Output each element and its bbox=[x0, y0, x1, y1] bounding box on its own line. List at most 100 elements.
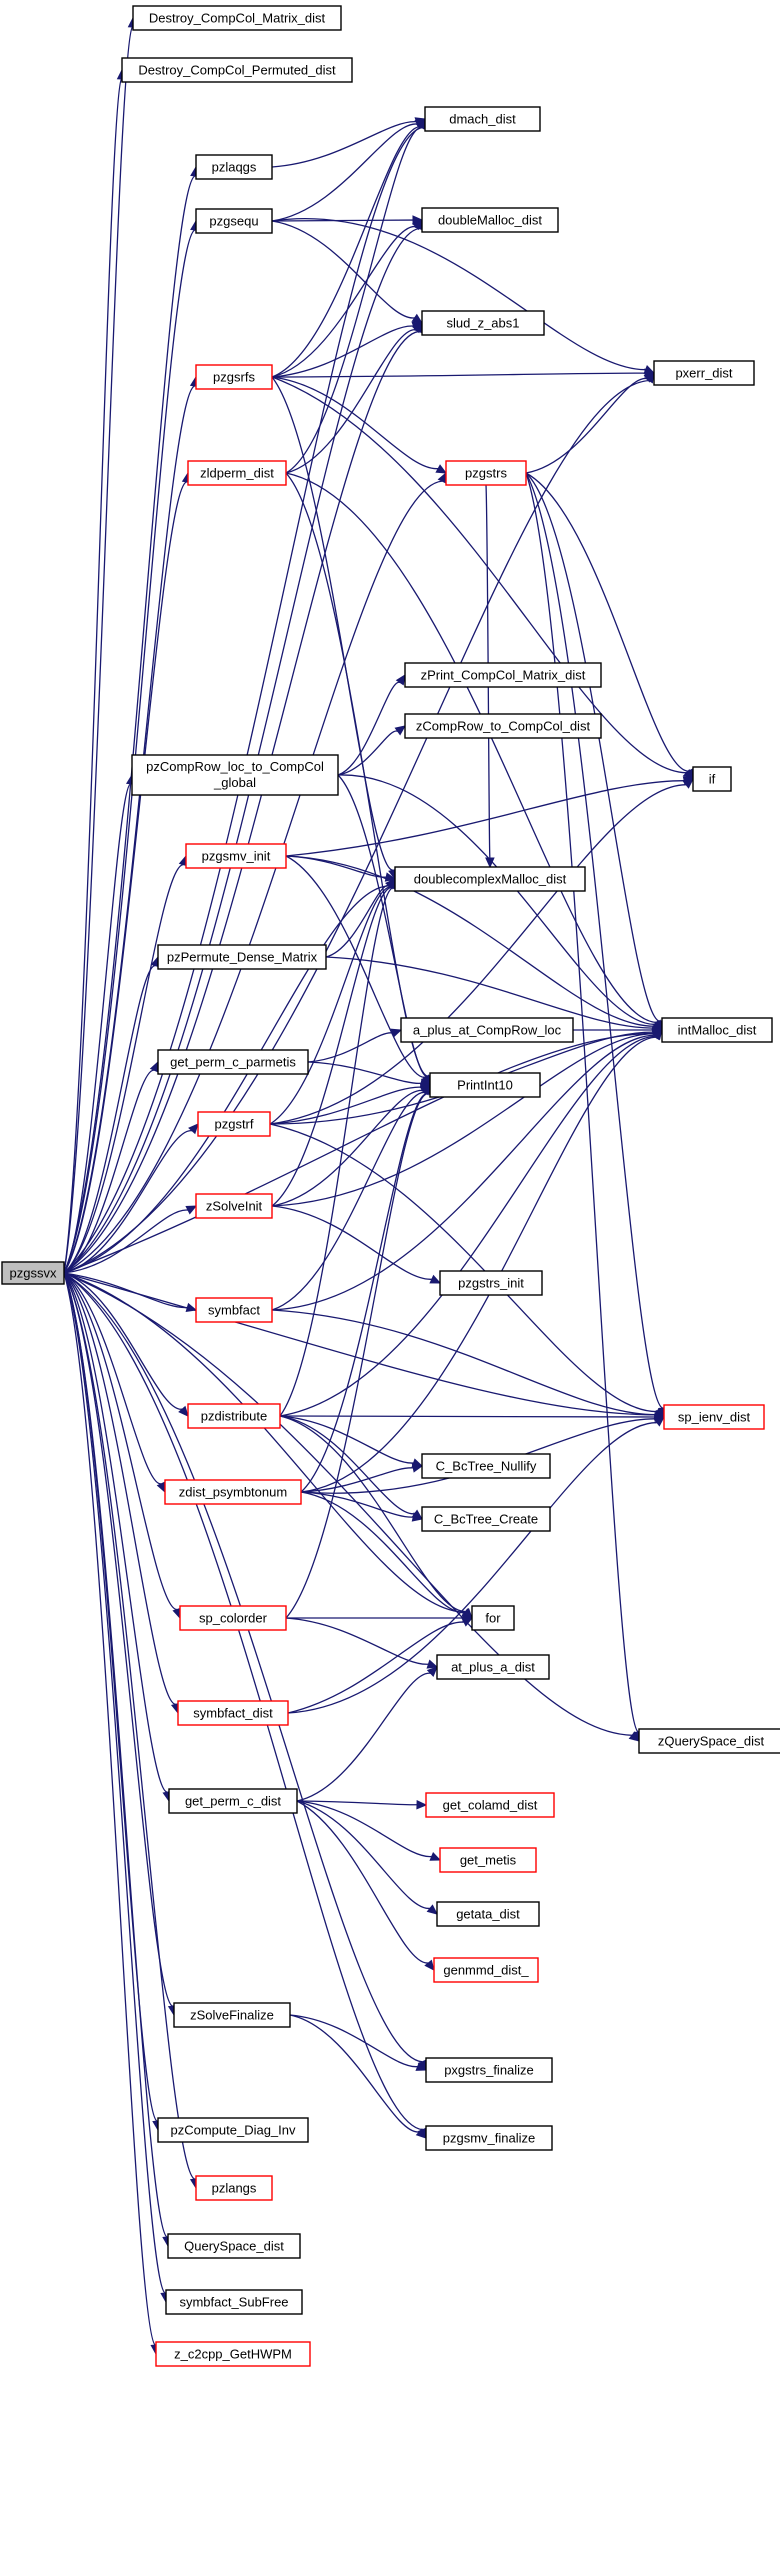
function-node-zprint-compcol-matrix-dist[interactable]: zPrint_CompCol_Matrix_dist bbox=[404, 662, 602, 688]
function-node-sp-ienv-dist[interactable]: sp_ienv_dist bbox=[663, 1404, 765, 1430]
function-label: doubleMalloc_dist bbox=[438, 213, 542, 228]
function-node-pzgstrs-init[interactable]: pzgstrs_init bbox=[439, 1270, 543, 1296]
function-label: doublecomplexMalloc_dist bbox=[414, 872, 567, 887]
function-label: intMalloc_dist bbox=[678, 1023, 757, 1038]
call-edge-pzgstrs-to-intMalloc_dist bbox=[525, 472, 665, 1032]
call-edge-pzCompRow_loc_to_CompCol_global-to-intMalloc_dist bbox=[337, 774, 663, 1031]
function-node-pzgsmv-init[interactable]: pzgsmv_init bbox=[185, 843, 287, 869]
function-node-zsolvefinalize[interactable]: zSolveFinalize bbox=[173, 2002, 291, 2028]
call-edge-pzgssvx-to-pzgsrfs bbox=[63, 375, 200, 1274]
function-node-destroy-compcol-permuted-dist[interactable]: Destroy_CompCol_Permuted_dist bbox=[121, 57, 353, 83]
function-node-pzgstrs[interactable]: pzgstrs bbox=[445, 460, 527, 486]
call-edge-pzgssvx-to-get_perm_c_parmetis bbox=[63, 1060, 159, 1274]
call-edge-sp_colorder-to-at_plus_a_dist bbox=[285, 1617, 439, 1669]
function-node-doublecomplexmalloc-dist[interactable]: doublecomplexMalloc_dist bbox=[394, 866, 586, 892]
function-node-get-perm-c-dist[interactable]: get_perm_c_dist bbox=[168, 1788, 298, 1814]
function-node-pzpermute-dense-matrix[interactable]: pzPermute_Dense_Matrix bbox=[157, 944, 327, 970]
function-node-pxerr-dist[interactable]: pxerr_dist bbox=[653, 360, 755, 386]
call-edge-pzgssvx-to-pzgstrf bbox=[63, 1123, 199, 1274]
function-node-c-bctree-create[interactable]: C_BcTree_Create bbox=[421, 1506, 551, 1532]
function-node-pzgstrf[interactable]: pzgstrf bbox=[197, 1111, 271, 1137]
function-node-symbfact[interactable]: symbfact bbox=[195, 1297, 273, 1323]
function-node-pzcompute-diag-inv[interactable]: pzCompute_Diag_Inv bbox=[157, 2117, 309, 2143]
function-label: Destroy_CompCol_Matrix_dist bbox=[149, 11, 326, 26]
function-node-c-bctree-nullify[interactable]: C_BcTree_Nullify bbox=[421, 1453, 551, 1479]
function-node-pzlangs[interactable]: pzlangs bbox=[195, 2175, 273, 2201]
function-node-a-plus-at-comprow-loc[interactable]: a_plus_at_CompRow_loc bbox=[400, 1017, 574, 1043]
call-edge-zdist_psymbtonum-to-intMalloc_dist bbox=[300, 1029, 663, 1493]
function-label: for bbox=[485, 1611, 501, 1626]
function-node-genmmd-dist-[interactable]: genmmd_dist_ bbox=[433, 1957, 539, 1983]
call-edge-zSolveFinalize-to-pxgstrs_finalize bbox=[289, 2014, 428, 2071]
function-node-zcomprow-to-compcol-dist[interactable]: zCompRow_to_CompCol_dist bbox=[404, 713, 602, 739]
function-label: z_c2cpp_GetHWPM bbox=[174, 2347, 292, 2362]
call-edge-zdist_psymbtonum-to-C_BcTree_Nullify bbox=[300, 1463, 424, 1493]
function-node-pzgsmv-finalize[interactable]: pzgsmv_finalize bbox=[425, 2125, 553, 2151]
function-label: pzgsmv_init bbox=[202, 849, 271, 864]
function-label: zQuerySpace_dist bbox=[658, 1734, 765, 1749]
function-node-get-colamd-dist[interactable]: get_colamd_dist bbox=[425, 1792, 555, 1818]
function-node-queryspace-dist[interactable]: QuerySpace_dist bbox=[167, 2233, 301, 2259]
function-node-pzlaqgs[interactable]: pzlaqgs bbox=[195, 154, 273, 180]
function-label: pzgssvx bbox=[10, 1266, 57, 1281]
call-edges bbox=[63, 16, 695, 2356]
function-node-pzgsrfs[interactable]: pzgsrfs bbox=[195, 364, 273, 390]
function-node-for[interactable]: for bbox=[471, 1605, 515, 1631]
function-node-get-perm-c-parmetis[interactable]: get_perm_c_parmetis bbox=[157, 1049, 309, 1075]
call-edge-symbfact-to-sp_ienv_dist bbox=[271, 1309, 666, 1420]
call-edge-get_perm_c_dist-to-at_plus_a_dist bbox=[296, 1666, 438, 1802]
function-node-pzdistribute[interactable]: pzdistribute bbox=[187, 1403, 281, 1429]
function-label: slud_z_abs1 bbox=[447, 316, 520, 331]
function-node-intmalloc-dist[interactable]: intMalloc_dist bbox=[661, 1017, 773, 1043]
function-node-getata-dist[interactable]: getata_dist bbox=[436, 1901, 540, 1927]
function-node-sp-colorder[interactable]: sp_colorder bbox=[179, 1605, 287, 1631]
call-edge-sp_colorder-to-for bbox=[286, 1613, 474, 1623]
function-label: C_BcTree_Create bbox=[434, 1512, 538, 1527]
function-label: a_plus_at_CompRow_loc bbox=[413, 1023, 562, 1038]
function-label: zldperm_dist bbox=[200, 466, 274, 481]
call-edge-pzgssvx-to-zSolveFinalize bbox=[63, 1272, 178, 2017]
function-node-symbfact-dist[interactable]: symbfact_dist bbox=[177, 1700, 289, 1726]
call-edge-pzgssvx-to-symbfact_dist bbox=[63, 1272, 181, 1715]
function-node-pzgssvx-root[interactable]: pzgssvx bbox=[1, 1261, 65, 1285]
function-node-pzcomprow-loc-to-compcol-global[interactable]: pzCompRow_loc_to_CompCol_global bbox=[131, 754, 339, 796]
call-nodes: pzgssvx Destroy_CompCol_Matrix_distDestro… bbox=[1, 5, 780, 2367]
function-node-get-metis[interactable]: get_metis bbox=[439, 1847, 537, 1873]
function-node-destroy-compcol-matrix-dist[interactable]: Destroy_CompCol_Matrix_dist bbox=[132, 5, 342, 31]
function-label: Destroy_CompCol_Permuted_dist bbox=[138, 63, 336, 78]
call-edge-pzgstrf-to-if bbox=[269, 778, 694, 1125]
function-label: pzdistribute bbox=[201, 1409, 267, 1424]
function-node-doublemalloc-dist[interactable]: doubleMalloc_dist bbox=[421, 207, 559, 233]
function-label: symbfact_dist bbox=[193, 1706, 273, 1721]
call-edge-pzgssvx-to-pzdistribute bbox=[63, 1272, 189, 1417]
function-label: get_metis bbox=[460, 1853, 517, 1868]
function-node-if[interactable]: if bbox=[692, 766, 732, 792]
call-edge-get_perm_c_dist-to-genmmd_dist_ bbox=[296, 1800, 435, 1971]
function-label: pzgsequ bbox=[209, 214, 258, 229]
call-edge-pzgssvx-to-zldperm_dist bbox=[63, 471, 192, 1274]
call-edge-pzgsrfs-to-doublecomplexMalloc_dist bbox=[271, 376, 398, 881]
function-node-zsolveinit[interactable]: zSolveInit bbox=[195, 1193, 273, 1219]
function-node-zldperm-dist[interactable]: zldperm_dist bbox=[187, 460, 287, 486]
function-node-dmach-dist[interactable]: dmach_dist bbox=[424, 106, 541, 132]
function-label: getata_dist bbox=[456, 1907, 520, 1922]
call-edge-pzgstrs-to-sp_ienv_dist bbox=[525, 472, 668, 1419]
function-node-slud-z-abs1[interactable]: slud_z_abs1 bbox=[421, 310, 545, 336]
call-edge-pzCompRow_loc_to_CompCol_global-to-zCompRow_to_CompCol_dist bbox=[337, 725, 406, 776]
call-edge-get_perm_c_dist-to-getata_dist bbox=[296, 1800, 438, 1915]
function-label: sp_ienv_dist bbox=[678, 1410, 751, 1425]
call-edge-pzgsequ-to-pxerr_dist bbox=[271, 218, 656, 374]
function-label: pzgsrfs bbox=[213, 370, 255, 385]
function-label-line2: _global bbox=[213, 775, 256, 790]
function-label: get_perm_c_parmetis bbox=[170, 1055, 296, 1070]
function-node-printint10[interactable]: PrintInt10 bbox=[429, 1072, 541, 1098]
function-label: pzlaqgs bbox=[212, 160, 257, 175]
function-node-zdist-psymbtonum[interactable]: zdist_psymbtonum bbox=[164, 1479, 302, 1505]
function-node-pzgsequ[interactable]: pzgsequ bbox=[195, 208, 273, 234]
function-node-symbfact-subfree[interactable]: symbfact_SubFree bbox=[165, 2289, 303, 2315]
function-node-z-c2cpp-gethwpm[interactable]: z_c2cpp_GetHWPM bbox=[155, 2341, 311, 2367]
function-node-pxgstrs-finalize[interactable]: pxgstrs_finalize bbox=[425, 2057, 553, 2083]
function-node-at-plus-a-dist[interactable]: at_plus_a_dist bbox=[436, 1654, 550, 1680]
function-node-zqueryspace-dist[interactable]: zQuerySpace_dist bbox=[638, 1728, 780, 1754]
function-label: pzgsmv_finalize bbox=[443, 2131, 536, 2146]
